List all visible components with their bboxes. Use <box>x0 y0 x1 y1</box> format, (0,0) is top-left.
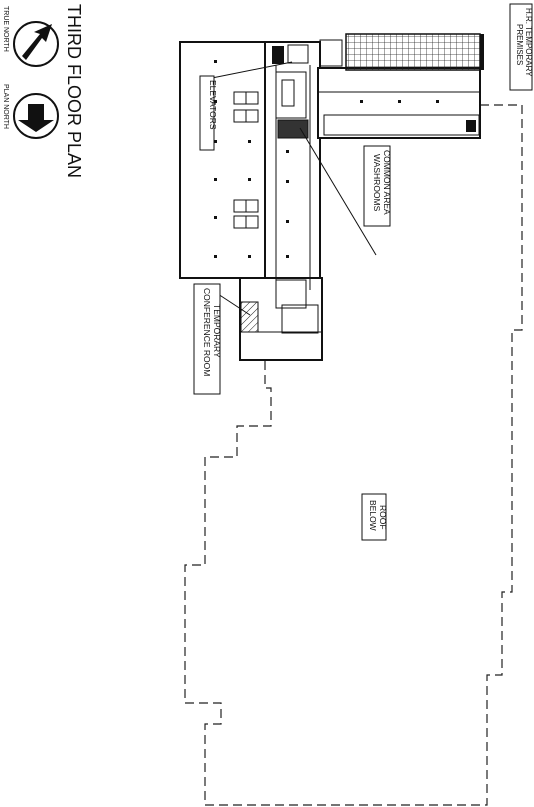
structural-columns <box>214 60 439 258</box>
label-washrooms: COMMON AREA WASHROOMS <box>363 145 392 227</box>
hr-premises-area <box>345 33 481 71</box>
svg-text:BELOW: BELOW <box>368 500 378 531</box>
hr-stair <box>466 120 476 132</box>
elevator-cores <box>233 91 259 229</box>
label-hr-premises: H.R. TEMPORARY PREMISES <box>509 3 533 91</box>
plan-north-label: PLAN NORTH <box>2 84 9 129</box>
roof-outline <box>184 104 523 806</box>
plan-north-arrow-icon <box>18 104 54 132</box>
svg-text:WASHROOMS: WASHROOMS <box>372 154 382 212</box>
label-elevators: ELEVATORS <box>199 75 218 151</box>
svg-text:CONFERENCE ROOM: CONFERENCE ROOM <box>202 288 212 376</box>
svg-text:COMMON AREA: COMMON AREA <box>382 150 392 215</box>
conference-room-area <box>240 301 259 333</box>
washrooms-area <box>277 119 309 139</box>
north-stair <box>272 46 284 64</box>
true-north-label: TRUE NORTH <box>2 6 9 52</box>
west-wing <box>179 41 271 279</box>
inner-partitions <box>240 39 480 334</box>
svg-text:H.R. TEMPORARY: H.R. TEMPORARY <box>524 8 533 77</box>
svg-text:TEMPORARY: TEMPORARY <box>212 304 222 358</box>
label-roof-below: ROOF BELOW <box>361 493 388 541</box>
svg-text:PREMISES: PREMISES <box>515 24 524 65</box>
leader-lines <box>211 61 377 316</box>
true-north-symbol <box>13 21 59 67</box>
plan-north-symbol <box>13 93 59 139</box>
hr-premises-edge <box>480 34 484 70</box>
page-title: THIRD FLOOR PLAN <box>64 4 84 178</box>
label-conference-room: TEMPORARY CONFERENCE ROOM <box>193 283 222 395</box>
svg-text:ELEVATORS: ELEVATORS <box>208 80 218 130</box>
svg-text:ROOF: ROOF <box>378 505 388 530</box>
true-north-arrow-icon <box>22 24 52 60</box>
